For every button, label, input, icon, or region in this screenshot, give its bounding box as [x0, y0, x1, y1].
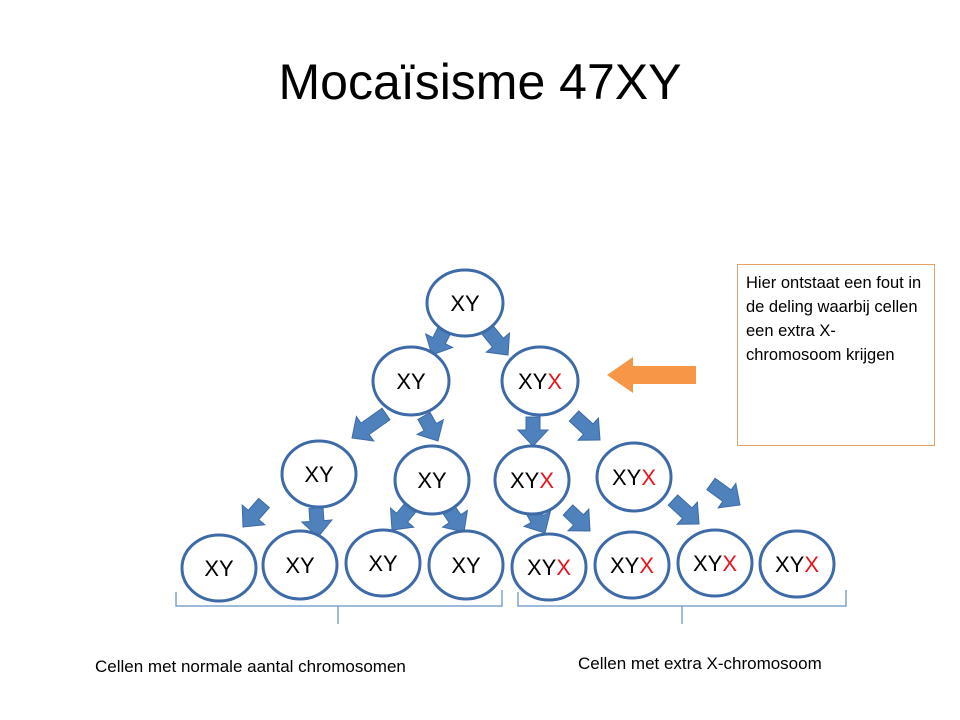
- cell-label-base: XY: [510, 468, 540, 493]
- cell-label: XY: [417, 468, 447, 493]
- cell-label-base: XY: [610, 553, 640, 578]
- cell-label: XY: [451, 553, 481, 578]
- cell-label: XYX: [693, 551, 737, 576]
- error-pointer: [607, 357, 696, 393]
- caption-normal-cells: Cellen met normale aantal chromosomen: [95, 657, 406, 676]
- division-arrow-icon: [568, 410, 601, 441]
- cell-gen2-a: XY: [280, 439, 358, 509]
- caption-extra-x-cells: Cellen met extra X-chromosoom: [578, 654, 822, 673]
- division-arrow-icon: [351, 407, 391, 442]
- slide-title: Mocaïsisme 47XY: [278, 54, 682, 110]
- division-arrow-icon: [667, 494, 700, 525]
- cell-label-base: XY: [527, 555, 557, 580]
- error-note-box: Hier ontstaat een fout in de deling waar…: [737, 264, 935, 446]
- division-arrow-icon: [516, 416, 550, 447]
- cell-label-extra-x: X: [804, 552, 819, 577]
- cell-label: XYX: [775, 552, 819, 577]
- cell-circle: [261, 529, 339, 601]
- brace-extra-x-cells: [517, 590, 847, 624]
- cell-gen3-e: XYX: [510, 532, 588, 602]
- cell-circle: [344, 528, 422, 598]
- cell-label-extra-x: X: [641, 465, 656, 490]
- cell-gen0: XY: [425, 268, 505, 338]
- cell-circle: [758, 529, 836, 599]
- cell-circle: [425, 268, 505, 338]
- pointer-arrow-icon: [607, 357, 696, 393]
- cell-label-extra-x: X: [722, 551, 737, 576]
- cell-gen3-b: XY: [261, 529, 339, 601]
- cell-label: XYX: [610, 553, 654, 578]
- brace-normal-cells: [175, 590, 503, 624]
- group-braces: [175, 590, 847, 624]
- cell-label: XY: [450, 291, 480, 316]
- cell-label: XY: [304, 462, 334, 487]
- cell-label-extra-x: X: [547, 369, 562, 394]
- division-arrow-icon: [706, 477, 741, 509]
- cell-circle: [676, 528, 754, 598]
- division-arrow-icon: [562, 504, 591, 532]
- cell-gen3-c: XY: [344, 528, 422, 598]
- cell-label: XYX: [527, 555, 571, 580]
- cell-label-base: XY: [518, 369, 548, 394]
- cell-label-base: XY: [451, 553, 481, 578]
- cell-label: XYX: [518, 369, 562, 394]
- cell-label: XY: [368, 551, 398, 576]
- division-arrow-icon: [415, 411, 445, 442]
- cell-label-base: XY: [775, 552, 805, 577]
- cell-label: XY: [204, 556, 234, 581]
- cell-gen2-b: XY: [393, 444, 471, 516]
- division-arrow-icon: [241, 497, 271, 528]
- cell-gen3-f: XYX: [593, 530, 671, 600]
- division-arrow-icon: [389, 502, 417, 531]
- cell-gen3-a: XY: [180, 533, 258, 603]
- cell-gen1-a: XY: [371, 345, 451, 417]
- cell-circle: [280, 439, 358, 509]
- cell-circle: [427, 529, 505, 601]
- cell-gen2-c: XYX: [493, 444, 571, 516]
- cell-label-extra-x: X: [556, 555, 571, 580]
- cell-label-extra-x: X: [539, 468, 554, 493]
- cell-label-base: XY: [285, 553, 315, 578]
- cell-label-base: XY: [396, 369, 426, 394]
- cell-label: XYX: [510, 468, 554, 493]
- cell-gen1-b: XYX: [500, 345, 580, 417]
- cell-circle: [510, 532, 588, 602]
- cell-gen3-d: XY: [427, 529, 505, 601]
- cell-label-base: XY: [204, 556, 234, 581]
- cell-gen3-g: XYX: [676, 528, 754, 598]
- cell-circle: [595, 441, 673, 513]
- cell-label-base: XY: [368, 551, 398, 576]
- cell-label-base: XY: [693, 551, 723, 576]
- cell-label: XY: [285, 553, 315, 578]
- cell-gen3-h: XYX: [758, 529, 836, 599]
- cell-label-base: XY: [450, 291, 480, 316]
- cell-gen2-d: XYX: [595, 441, 673, 513]
- cell-label-base: XY: [612, 465, 642, 490]
- cell-label: XY: [396, 369, 426, 394]
- cell-label-base: XY: [417, 468, 447, 493]
- cell-label: XYX: [612, 465, 656, 490]
- division-arrow-icon: [300, 506, 334, 538]
- cell-circle: [393, 444, 471, 516]
- cell-circle: [500, 345, 580, 417]
- cell-circle: [493, 444, 571, 516]
- cell-circle: [593, 530, 671, 600]
- cell-label-base: XY: [304, 462, 334, 487]
- cell-circle: [180, 533, 258, 603]
- cell-circle: [371, 345, 451, 417]
- cell-label-extra-x: X: [639, 553, 654, 578]
